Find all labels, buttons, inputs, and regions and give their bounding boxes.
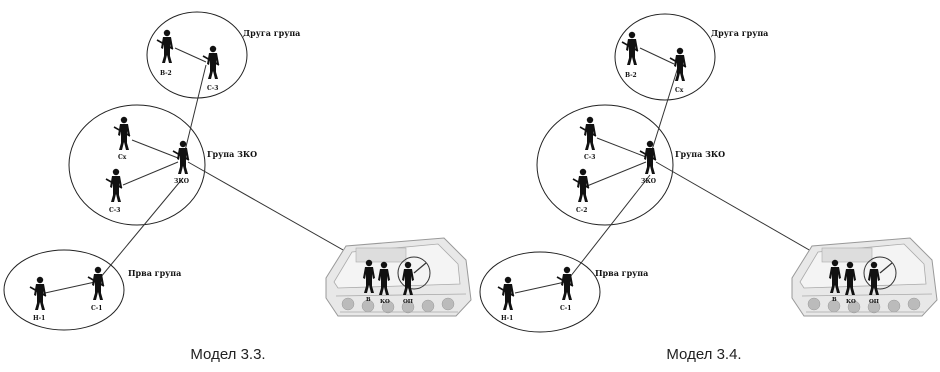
soldier-label-h1: Н-1 (501, 315, 513, 322)
group-circle-zko (536, 104, 674, 226)
group-circle-second (146, 11, 248, 99)
soldier-label-cx: Сх (675, 87, 684, 94)
group-label-first: Прва група (595, 268, 648, 278)
model-3-3: В-2 С-3 Сх ЗКО С-3 С-1 Н-1 Друга група Г… (3, 11, 472, 331)
soldier-label-zko: ЗКО (174, 178, 189, 185)
soldier-icon (580, 117, 596, 150)
model-3-4: В-2 Сх С-3 ЗКО С-2 С-1 Н-1 Друга група Г… (479, 13, 938, 333)
soldier-label-h1: Н-1 (33, 315, 45, 322)
group-circle-first (3, 249, 125, 331)
group-circle-first (479, 251, 601, 333)
soldier-icon (106, 169, 122, 202)
soldier-label-c1: С-1 (560, 305, 571, 312)
group-label-zko: Група ЗКО (675, 149, 725, 159)
vehicle-bmp: В КО ОП (791, 237, 938, 317)
soldier-icon (573, 169, 589, 202)
soldier-icon (203, 46, 219, 79)
soldier-icon (114, 117, 130, 150)
caption-model-3-4: Модел 3.4. (666, 346, 742, 363)
group-label-second: Друга група (243, 28, 300, 38)
group-circle-zko (68, 104, 206, 226)
soldier-label-cx: Сх (118, 154, 127, 161)
soldier-icon (498, 277, 514, 310)
group-label-zko: Група ЗКО (207, 149, 257, 159)
soldier-label-c2: С-2 (576, 207, 587, 214)
soldier-label-zko: ЗКО (641, 178, 656, 185)
soldier-label-c1: С-1 (91, 305, 102, 312)
crew-label-ko: КО (846, 299, 856, 305)
group-label-first: Прва група (128, 268, 181, 278)
soldier-label-c3-mid: С-3 (109, 207, 120, 214)
soldier-icon (157, 30, 173, 63)
soldier-label-b2: В-2 (625, 72, 637, 79)
crew-label-op: ОП (869, 299, 879, 305)
crew-label-op: ОП (403, 299, 413, 305)
soldier-label-c3: С-3 (584, 154, 595, 161)
group-label-second: Друга група (711, 28, 768, 38)
crew-label-ko: КО (380, 299, 390, 305)
soldier-icon (622, 32, 638, 65)
soldier-icon (670, 48, 686, 81)
soldier-icon (30, 277, 46, 310)
soldier-label-b2: В-2 (160, 70, 172, 77)
links (514, 47, 819, 294)
group-circle-second (614, 13, 716, 101)
caption-model-3-3: Модел 3.3. (190, 346, 266, 363)
vehicle-bmp: В КО ОП (325, 237, 472, 317)
crew-label-b: В (366, 297, 371, 303)
links (44, 47, 353, 294)
crew-label-b: В (832, 297, 837, 303)
soldier-label-c3-top: С-3 (207, 85, 218, 92)
